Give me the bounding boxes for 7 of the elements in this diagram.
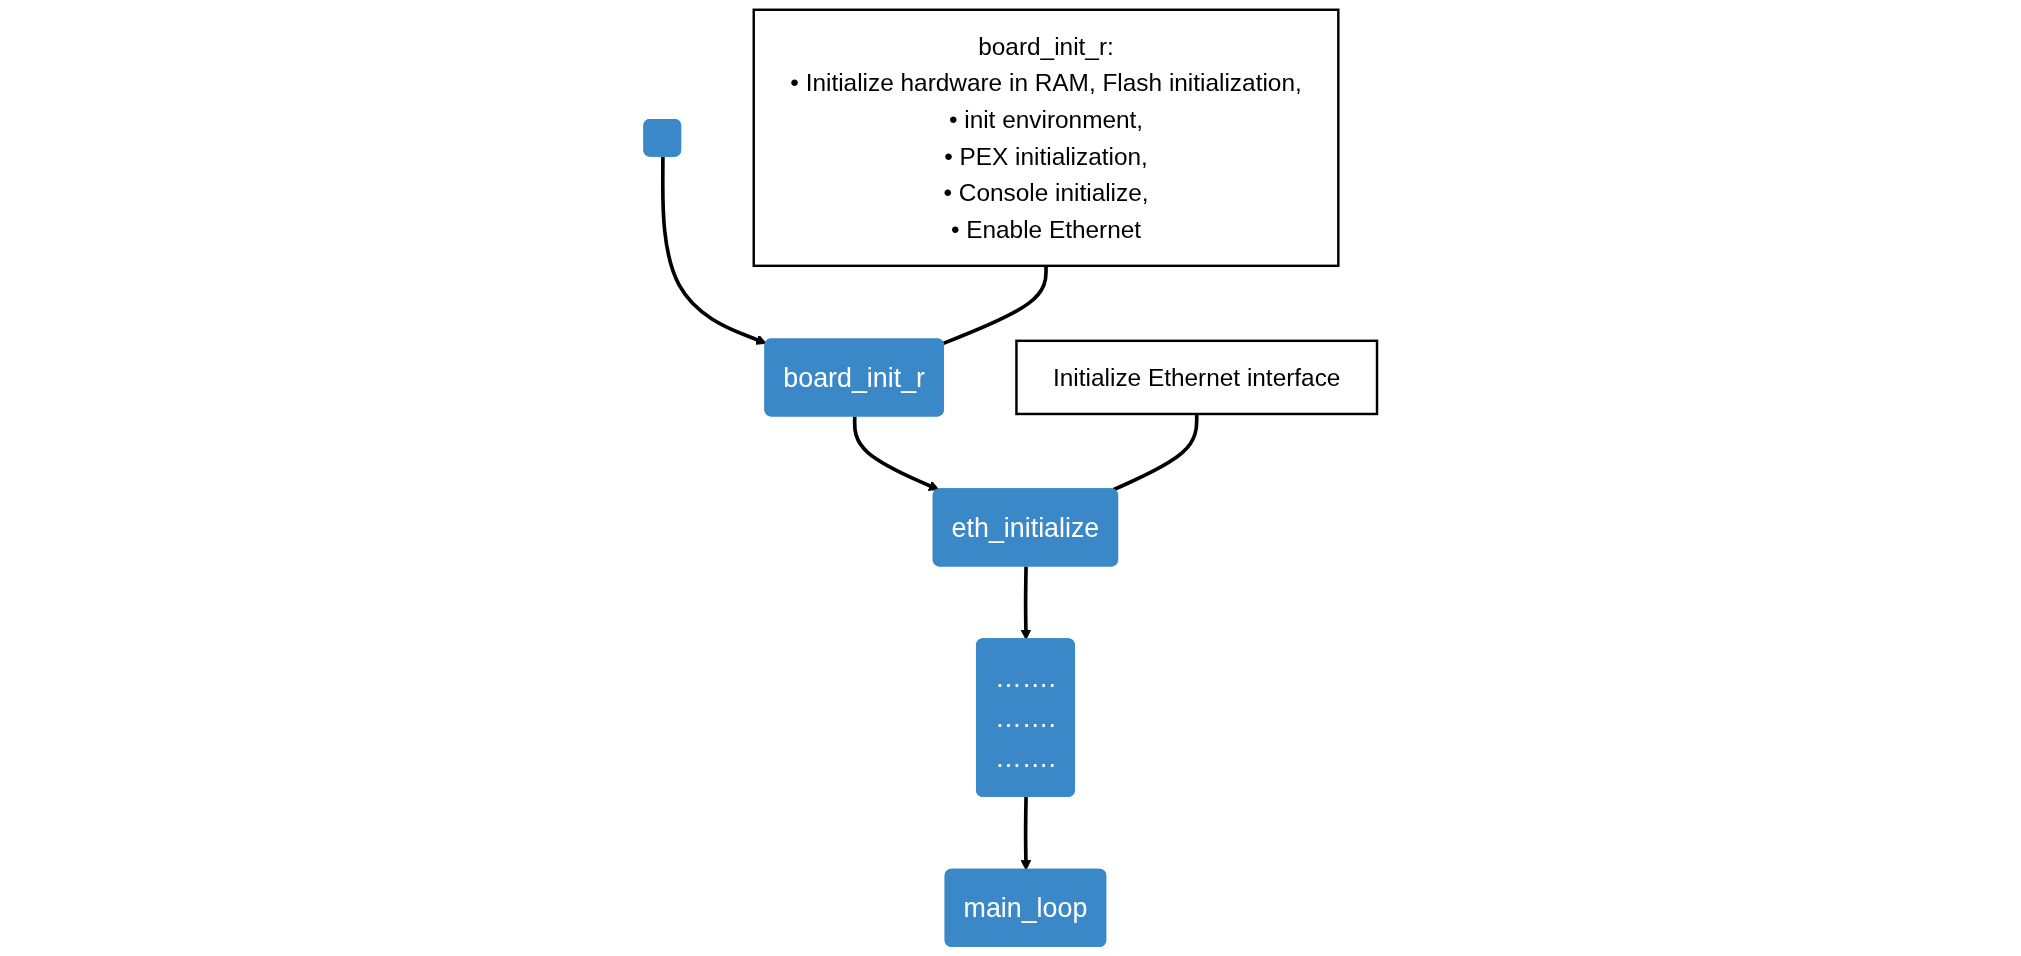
connector bbox=[1112, 414, 1199, 492]
node-box: board_init_r: • Initialize hardware in RAM, Flash initialization, • init environment, • PEX initialization, • Console initialize, • Enable Ethernet bbox=[752, 8, 1340, 268]
arrow bbox=[852, 416, 940, 491]
arrow bbox=[1020, 796, 1032, 871]
arrow bbox=[660, 156, 767, 345]
node-box: Initialize Ethernet interface bbox=[1015, 339, 1379, 416]
connector bbox=[942, 265, 1048, 346]
